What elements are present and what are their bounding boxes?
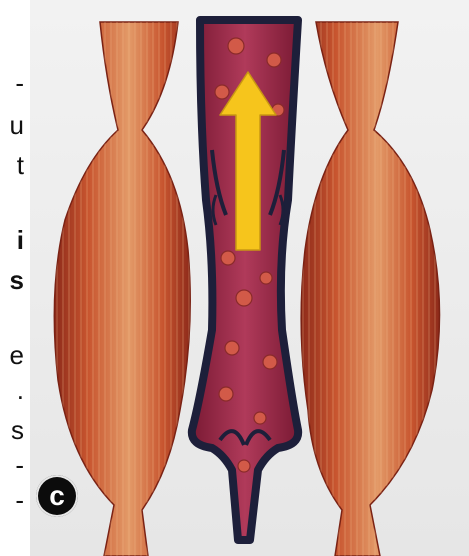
text-fragment: - xyxy=(15,485,24,515)
text-fragment: . xyxy=(17,375,24,405)
text-fragment: u xyxy=(10,110,24,140)
text-fragment: - xyxy=(15,450,24,480)
venous-valve-illustration xyxy=(30,0,469,556)
panel-label-badge: c xyxy=(36,475,78,517)
text-fragment: s xyxy=(10,265,24,295)
text-fragment: t xyxy=(17,150,24,180)
text-fragment: s xyxy=(11,415,24,445)
text-fragment: e xyxy=(10,340,24,370)
text-fragment: i xyxy=(17,225,24,255)
text-fragment: - xyxy=(15,68,24,98)
cropped-text-column: - u t i s e . s - - xyxy=(0,0,30,556)
